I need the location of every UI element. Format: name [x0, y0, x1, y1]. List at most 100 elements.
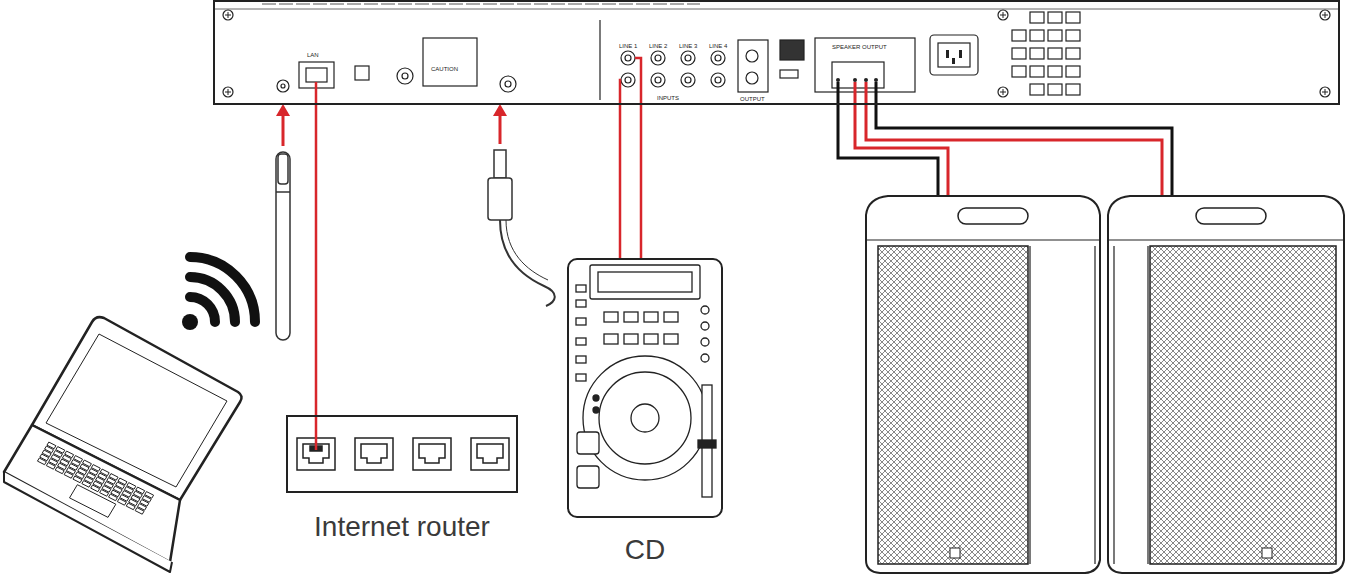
amplifier-back-panel: [685, 55, 691, 61]
amplifier-back-panel: [651, 51, 665, 65]
amplifier-back-panel: [711, 73, 725, 87]
input-label: LINE 1: [619, 43, 637, 49]
wifi-symbol: [182, 257, 255, 330]
amplifier-back-panel: [1066, 66, 1080, 77]
cd-player: [576, 374, 586, 381]
warning-label: CAUTION: [431, 66, 458, 72]
router-ports: [303, 444, 503, 463]
amplifier-back-panel: [930, 35, 978, 75]
speaker-left: [1030, 246, 1095, 564]
amplifier-back-panel: [1012, 48, 1026, 59]
cd-player-box: CD: [567, 258, 723, 518]
laptop: [46, 334, 227, 487]
amplifier-back-panel: [946, 50, 949, 58]
wifi-symbol: [182, 314, 198, 330]
amplifier-back-panel: [306, 68, 327, 82]
laptop: [4, 472, 172, 572]
amplifier-back-panel: [1048, 84, 1062, 95]
amplifier-back-panel: [853, 78, 857, 82]
laptop: [109, 494, 118, 501]
amplifier-back-panel: [738, 40, 768, 92]
cd-player: [577, 466, 599, 488]
speaker-wire: [838, 82, 1172, 200]
wlan-antenna: [276, 152, 290, 340]
laptop: [46, 463, 55, 470]
amplifier-back-panel: [599, 20, 600, 100]
amplifier-back-panel: [655, 77, 661, 83]
panel-label: INPUTS: [657, 95, 679, 101]
cd-player: [576, 265, 716, 497]
speaker-right: [1108, 239, 1344, 240]
amplifier-back-panel: [505, 81, 511, 87]
cd-player: [664, 334, 678, 344]
cd-player: [576, 318, 586, 325]
amplifier-back-panel: [620, 80, 621, 105]
wlan-antenna: [276, 152, 290, 340]
antenna-cable: [500, 220, 555, 306]
cd-player: [598, 272, 692, 292]
amplifier-back-panel: [621, 51, 635, 65]
amplifier-back-panel: [1030, 12, 1044, 23]
cd-player: [644, 334, 658, 344]
amplifier-back-panel: [1048, 48, 1062, 59]
amplifier-back-panel: [213, 0, 1340, 105]
panel-label: LAN: [307, 52, 319, 58]
amplifier-back-panel: [225, 12, 1328, 95]
input-label: LINE 2: [649, 43, 667, 49]
amplifier-back-panel: [651, 51, 665, 65]
amplifier-back-panel: [1048, 30, 1062, 41]
amplifier-back-panel: [213, 0, 1340, 105]
speaker-wire: [876, 82, 1172, 200]
cd-player: [590, 265, 700, 299]
amplifier-back-panel: [281, 84, 285, 88]
laptop: [126, 503, 135, 510]
cd-player: [624, 312, 638, 322]
lan-cable: [315, 415, 318, 450]
cd-player: [576, 285, 586, 292]
wifi-symbol: [190, 257, 255, 322]
speaker-left: [958, 208, 1028, 224]
amplifier-panel: LAN INPUTS OUTPUT SPEAKER OUTPUT: [213, 0, 1340, 105]
amplifier-back-panel: [621, 51, 635, 65]
connection-arrow: [276, 104, 507, 146]
speaker-left: [878, 246, 1028, 564]
amplifier-back-panel: [1066, 30, 1080, 41]
antenna-cable: [506, 220, 548, 280]
amplifier-back-panel: [711, 73, 725, 87]
cd-player: [604, 334, 618, 344]
speaker-right: [1108, 196, 1344, 573]
amplifier-back-panel: [836, 78, 840, 82]
amplifier-back-panel: [621, 73, 635, 87]
speaker-right: [1114, 246, 1148, 564]
panel-label: OUTPUT: [740, 96, 765, 102]
router-ports: [297, 438, 509, 470]
laptop: [70, 485, 116, 518]
connection-arrow: [493, 104, 507, 116]
laptop: [37, 458, 46, 465]
amplifier-back-panel: [277, 20, 978, 100]
connection-arrow: [276, 104, 290, 116]
cd-player: [624, 334, 638, 344]
amplifier-back-panel: [681, 51, 695, 65]
amplifier-back-panel: [655, 55, 661, 61]
wifi-symbol: [190, 297, 215, 322]
cd-player: [604, 312, 618, 322]
router-box: Internet router: [286, 415, 518, 493]
amplifier-back-panel: [223, 10, 1330, 97]
speaker-right: [1262, 548, 1272, 558]
laptop: [73, 476, 82, 483]
cd-player: [701, 322, 709, 330]
amplifier-back-panel: [225, 12, 1328, 95]
amplifier-back-panel: [874, 78, 878, 82]
amplifier-back-panel: [402, 73, 408, 79]
panel-label: SPEAKER OUTPUT: [832, 44, 887, 50]
amplifier-back-panel: [1030, 66, 1044, 77]
speaker-right: [1108, 196, 1344, 573]
cd-player: [599, 372, 691, 464]
speaker-right: [1196, 208, 1266, 224]
cd-player: [664, 312, 678, 322]
cd-player: [577, 432, 599, 454]
